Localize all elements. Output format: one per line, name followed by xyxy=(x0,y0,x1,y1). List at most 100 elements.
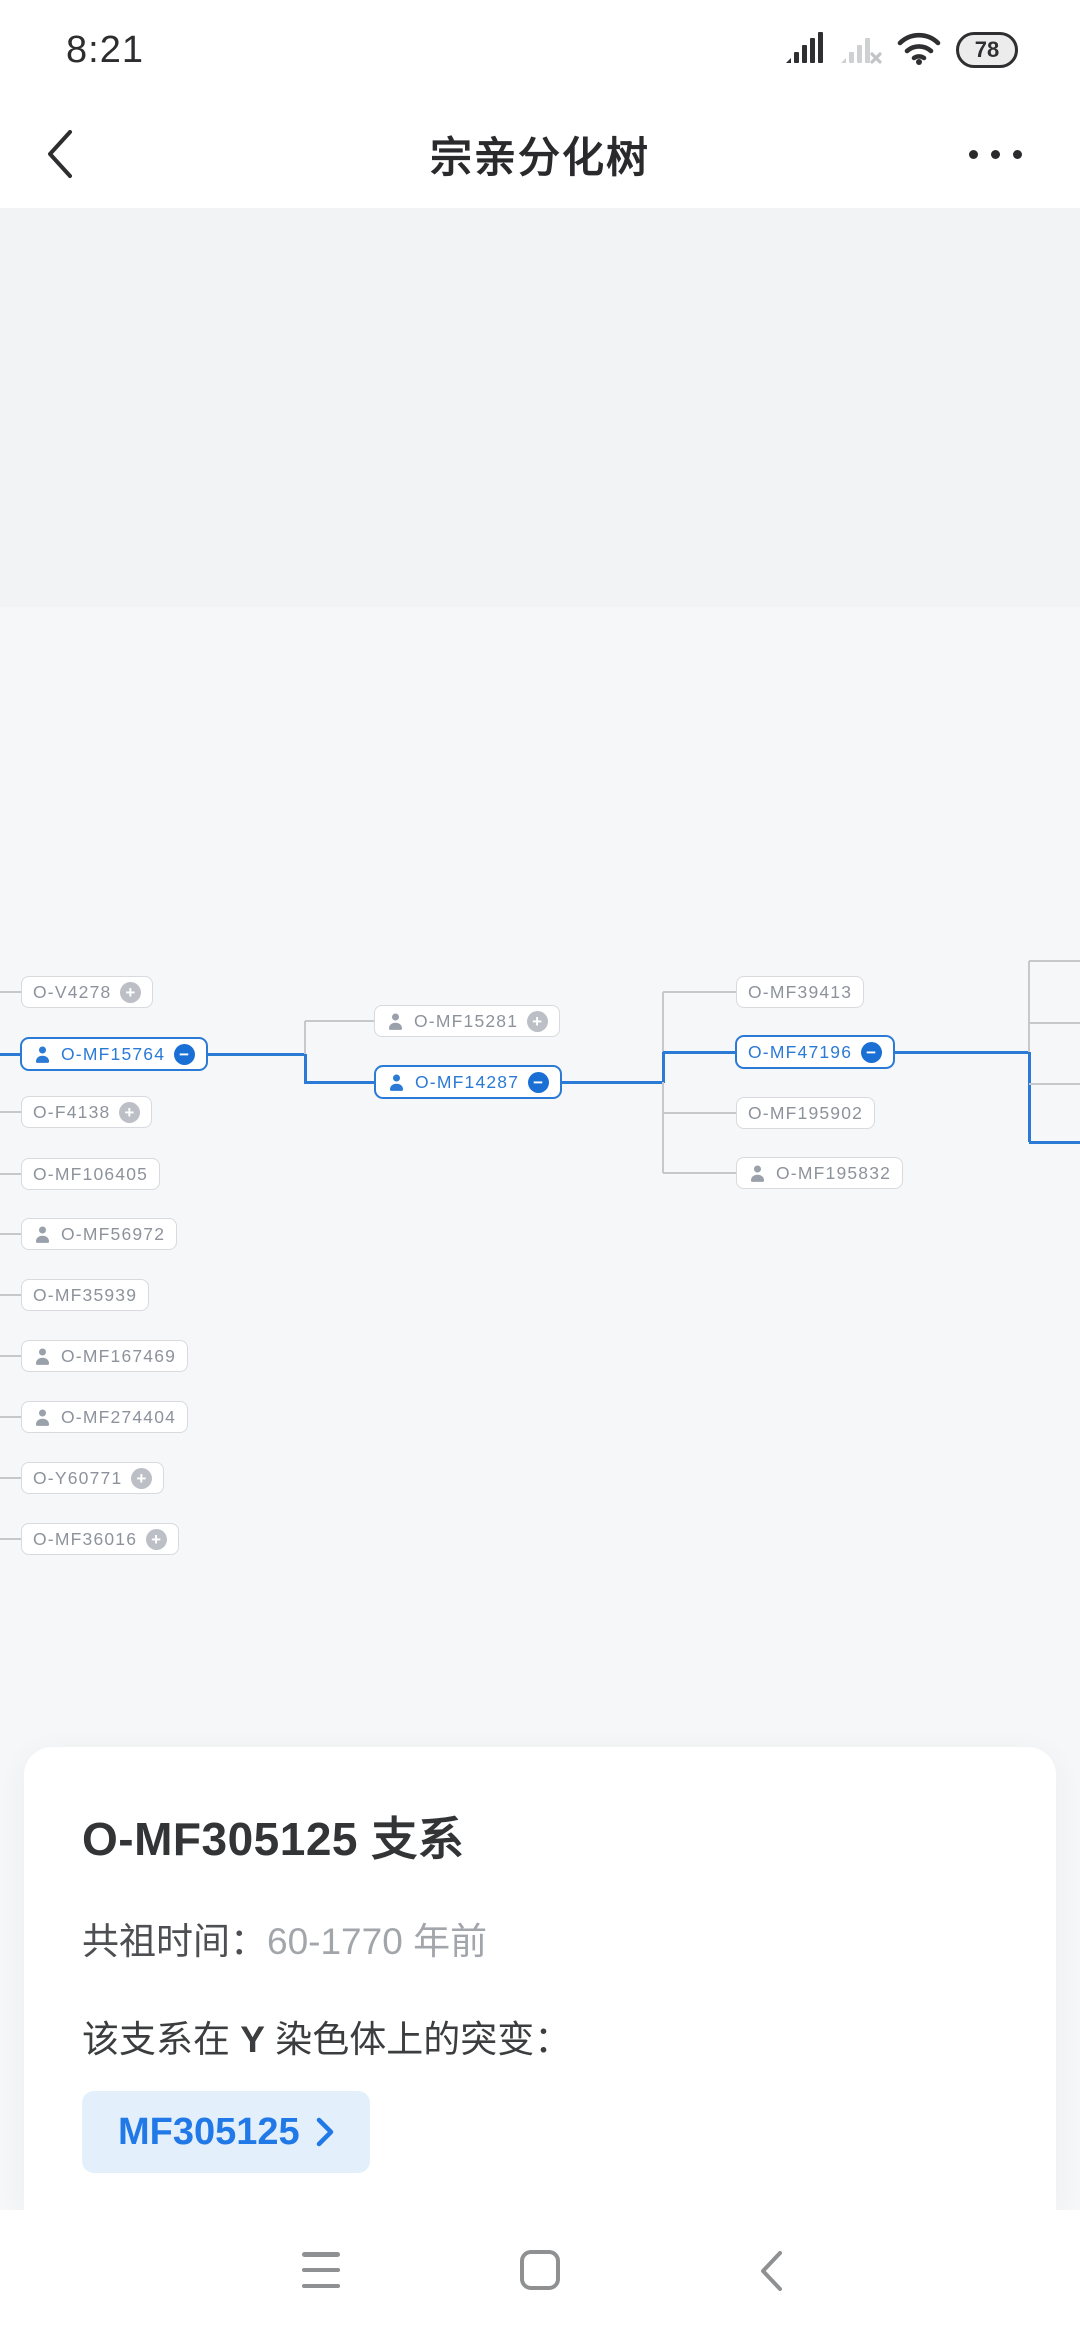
tree-node-o-f4138[interactable]: O-F4138 + xyxy=(21,1096,153,1128)
tree-connector-gray xyxy=(0,1233,22,1235)
tree-connector-gray xyxy=(0,1538,22,1540)
person-icon xyxy=(33,1045,52,1064)
tree-connector-gray xyxy=(305,1020,375,1022)
person-icon xyxy=(33,1225,52,1244)
tree-connector-gray xyxy=(0,1416,22,1418)
tree-connector-gray xyxy=(0,991,22,993)
tree-node-label: O-MF36016 xyxy=(33,1528,138,1549)
tree-connector-gray xyxy=(0,1173,22,1175)
tree-node-o-mf274404[interactable]: O-MF274404 xyxy=(21,1401,189,1433)
battery-indicator: 78 xyxy=(956,32,1018,68)
mutation-text-prefix: 该支系在 xyxy=(82,2019,241,2060)
tree-node-o-mf36016[interactable]: O-MF36016 + xyxy=(21,1523,180,1555)
tree-connector-gray xyxy=(1029,1022,1080,1024)
tree-node-label: O-F4138 xyxy=(33,1101,111,1122)
tree-node-label: O-MF15281 xyxy=(414,1010,519,1031)
person-icon xyxy=(33,1408,52,1427)
tree-connector-gray xyxy=(662,1082,664,1173)
tree-connector-blue xyxy=(303,1054,307,1084)
status-bar: 8:21 xyxy=(0,0,1080,100)
person-icon xyxy=(33,1347,52,1366)
chevron-right-icon xyxy=(316,2117,333,2147)
tree-node-label: O-MF39413 xyxy=(748,981,853,1002)
tree-node-o-mf195902[interactable]: O-MF195902 xyxy=(736,1097,876,1129)
mutation-button-label: MF305125 xyxy=(118,2110,300,2153)
tree-connector-blue xyxy=(661,1052,665,1083)
expand-icon[interactable]: + xyxy=(120,981,142,1003)
back-icon[interactable] xyxy=(40,126,84,182)
tmrca-value: 60-1770 年前 xyxy=(267,1921,488,1962)
expand-icon[interactable]: + xyxy=(131,1467,153,1489)
tree-node-o-y60771[interactable]: O-Y60771 + xyxy=(21,1462,165,1494)
tree-connector-gray xyxy=(0,1294,22,1296)
tree-node-label: O-MF47196 xyxy=(748,1041,853,1062)
lineage-title: O-MF305125 支系 xyxy=(82,1813,465,1865)
mutation-text-suffix: 染色体上的突变： xyxy=(264,2019,572,2060)
tree-connector-gray xyxy=(0,1111,22,1113)
tree-node-o-v4278[interactable]: O-V4278 + xyxy=(21,976,154,1008)
more-menu-icon[interactable] xyxy=(969,138,1022,170)
tree-connector-gray xyxy=(1029,1083,1080,1085)
cellular-signal-icon xyxy=(785,31,825,69)
tmrca-line: 共祖时间：60-1770 年前 xyxy=(82,1911,1000,1965)
tree-connector-blue xyxy=(1027,1052,1031,1142)
collapse-icon[interactable]: − xyxy=(174,1043,196,1065)
wifi-icon xyxy=(897,31,941,70)
tree-node-label: O-MF167469 xyxy=(61,1345,177,1366)
person-icon xyxy=(386,1012,405,1031)
tree-node-label: O-MF35939 xyxy=(33,1284,138,1305)
cellular-signal-sim2-off-icon xyxy=(840,32,882,69)
tree-connector-gray xyxy=(663,1172,737,1174)
collapse-icon[interactable]: − xyxy=(528,1071,550,1093)
tree-node-o-mf14287[interactable]: O-MF14287− xyxy=(374,1065,563,1099)
tree-connector-gray xyxy=(663,1112,737,1114)
status-icons: 78 xyxy=(785,31,1018,70)
clock: 8:21 xyxy=(66,28,144,71)
tree-connector-gray xyxy=(0,1477,22,1479)
tree-node-label: O-MF195902 xyxy=(748,1102,864,1123)
tree-node-o-mf195832[interactable]: O-MF195832 xyxy=(736,1157,904,1189)
collapse-icon[interactable]: − xyxy=(861,1041,883,1063)
expand-icon[interactable]: + xyxy=(527,1010,549,1032)
tree-node-label: O-MF14287 xyxy=(415,1071,520,1092)
tree-node-label: O-Y60771 xyxy=(33,1467,123,1488)
expand-icon[interactable]: + xyxy=(146,1528,168,1550)
tree-node-o-mf15764[interactable]: O-MF15764− xyxy=(20,1037,209,1071)
tree-node-label: O-MF106405 xyxy=(33,1163,149,1184)
tree-node-o-mf15281[interactable]: O-MF15281 + xyxy=(374,1005,561,1037)
tree-background-band xyxy=(0,208,1080,607)
tree-node-o-mf39413[interactable]: O-MF39413 xyxy=(736,976,865,1008)
nav-back-icon[interactable] xyxy=(758,2250,784,2292)
person-icon xyxy=(387,1073,406,1092)
tree-node-label: O-MF15764 xyxy=(61,1043,166,1064)
tree-connector-blue xyxy=(1029,1140,1080,1144)
tree-node-o-mf167469[interactable]: O-MF167469 xyxy=(21,1340,189,1372)
app-header: 宗亲分化树 xyxy=(0,100,1080,208)
mutation-button[interactable]: MF305125 xyxy=(82,2091,370,2173)
tree-node-o-mf35939[interactable]: O-MF35939 xyxy=(21,1279,150,1311)
tree-node-o-mf47196[interactable]: O-MF47196− xyxy=(735,1035,896,1069)
tree-connector-gray xyxy=(0,1355,22,1357)
mutation-chromosome: Y xyxy=(240,2019,265,2060)
tree-node-label: O-MF195832 xyxy=(776,1162,892,1183)
tree-connector-gray xyxy=(1029,960,1080,962)
page-title: 宗亲分化树 xyxy=(429,133,650,181)
tmrca-label: 共祖时间： xyxy=(82,1921,267,1962)
tree-connector-gray xyxy=(1028,961,1030,1052)
home-icon[interactable] xyxy=(520,2250,560,2290)
tree-connector-gray xyxy=(304,1021,306,1054)
lineage-info-card: O-MF305125 支系 共祖时间：60-1770 年前 该支系在 Y 染色体… xyxy=(24,1747,1056,2210)
expand-icon[interactable]: + xyxy=(119,1101,141,1123)
person-icon xyxy=(748,1164,767,1183)
tree-node-o-mf106405[interactable]: O-MF106405 xyxy=(21,1158,161,1190)
tree-node-label: O-V4278 xyxy=(33,981,112,1002)
battery-percent: 78 xyxy=(974,37,1000,62)
tree-node-label: O-MF274404 xyxy=(61,1406,177,1427)
tree-connector-gray xyxy=(662,992,664,1052)
tree-node-o-mf56972[interactable]: O-MF56972 xyxy=(21,1218,178,1250)
tree-node-label: O-MF56972 xyxy=(61,1223,166,1244)
mutation-line: 该支系在 Y 染色体上的突变： xyxy=(82,2009,1000,2063)
recents-menu-icon[interactable] xyxy=(302,2252,340,2288)
